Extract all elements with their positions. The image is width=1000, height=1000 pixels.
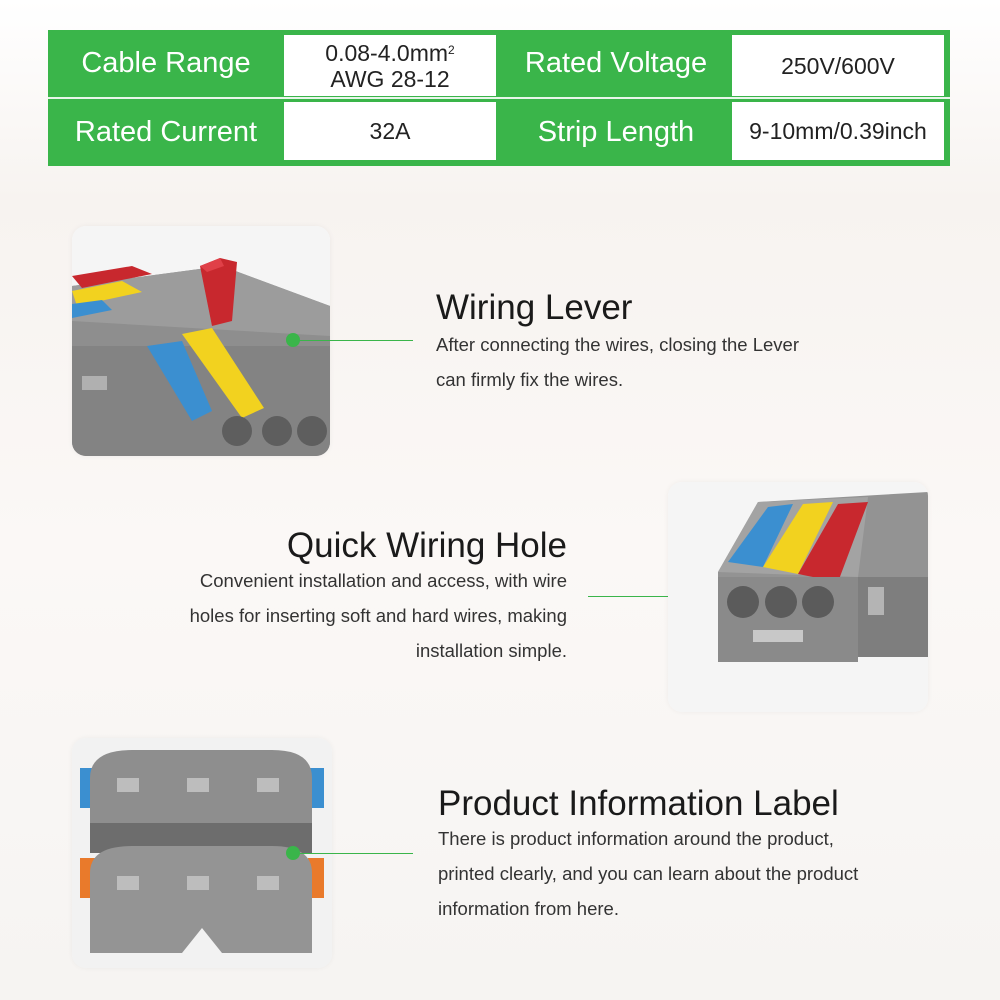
rated-current-label: Rated Current [74, 116, 258, 148]
feature-title: Wiring Lever [436, 288, 633, 327]
info-label-photo [72, 738, 332, 968]
divider [48, 97, 950, 99]
strip-length-value: 9-10mm/0.39inch [732, 102, 944, 160]
cable-range-sup: 2 [448, 42, 455, 57]
wiring-hole-illustration [668, 482, 928, 712]
desc-line: After connecting the wires, closing the … [436, 334, 799, 355]
desc-line: holes for inserting soft and hard wires,… [189, 605, 567, 626]
desc-line: can firmly fix the wires. [436, 369, 624, 390]
feature-title: Product Information Label [438, 784, 839, 823]
spec-table: Cable Range 0.08-4.0mm2 AWG 28-12 Rated … [48, 30, 950, 166]
desc-line: Convenient installation and access, with… [199, 570, 567, 591]
desc-line: information from here. [438, 898, 619, 919]
feature-description: After connecting the wires, closing the … [436, 327, 956, 397]
wiring-lever-photo [72, 226, 330, 456]
strip-length-label: Strip Length [537, 116, 695, 148]
desc-line: There is product information around the … [438, 828, 834, 849]
feature-description: There is product information around the … [438, 821, 958, 926]
wiring-lever-illustration [72, 226, 330, 456]
cable-range-awg: AWG 28-12 [330, 65, 450, 92]
callout-line [588, 596, 708, 597]
wiring-hole-photo [668, 482, 928, 712]
desc-line: printed clearly, and you can learn about… [438, 863, 859, 884]
feature-title: Quick Wiring Hole [286, 526, 567, 565]
callout-line [293, 853, 413, 854]
rated-voltage-value: 250V/600V [732, 35, 944, 96]
feature-description: Convenient installation and access, with… [47, 563, 567, 668]
callout-line [293, 340, 413, 341]
cable-range-mm: 0.08-4.0mm [325, 39, 449, 66]
cable-range-label: Cable Range [81, 47, 251, 79]
cable-range-value: 0.08-4.0mm2 AWG 28-12 [284, 35, 496, 96]
rated-current-value: 32A [284, 102, 496, 160]
rated-voltage-label: Rated Voltage [524, 47, 708, 79]
desc-line: installation simple. [415, 640, 567, 661]
